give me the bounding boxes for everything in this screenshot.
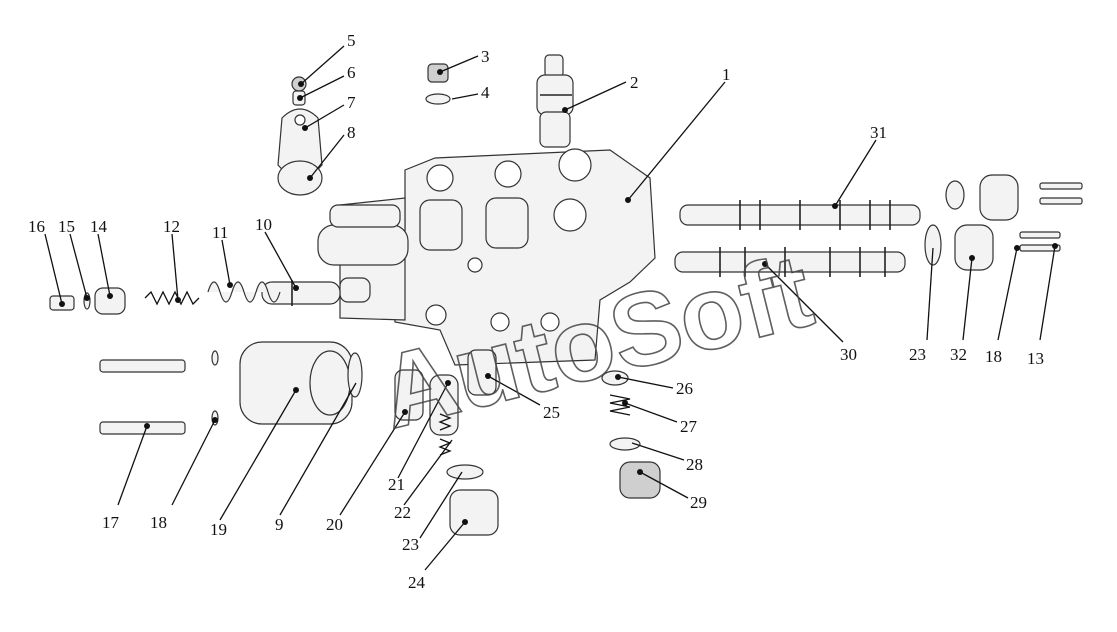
callout-19: 19	[210, 520, 227, 539]
callout-3: 3	[481, 47, 490, 66]
callout-23-bottom: 23	[402, 535, 419, 554]
callout-18-left: 18	[150, 513, 167, 532]
callout-18-right: 18	[985, 347, 1002, 366]
callout-22: 22	[394, 503, 411, 522]
leader-dots	[59, 69, 1058, 525]
callout-6: 6	[347, 63, 356, 82]
callout-21: 21	[388, 475, 405, 494]
spool-left-group	[49, 280, 341, 315]
callout-32: 32	[950, 345, 967, 364]
spools-right	[674, 200, 921, 277]
cover-plate-group	[277, 76, 323, 196]
callout-1: 1	[722, 65, 731, 84]
callout-9: 9	[275, 515, 284, 534]
valve-body	[317, 148, 656, 366]
callout-5: 5	[347, 31, 356, 50]
callout-13: 13	[1027, 349, 1044, 368]
callout-15: 15	[58, 217, 75, 236]
callout-17: 17	[102, 513, 120, 532]
end-caps-right	[924, 174, 1083, 271]
check-valve-parts	[394, 349, 661, 536]
callout-12: 12	[163, 217, 180, 236]
callout-25: 25	[543, 403, 560, 422]
callout-16: 16	[28, 217, 45, 236]
callout-11: 11	[212, 223, 228, 242]
relief-cartridge	[536, 54, 574, 148]
parts-layer	[49, 54, 1083, 536]
callout-23-right: 23	[909, 345, 926, 364]
callout-labels: 5 6 7 8 3 4 2 1 31 16 15 14 12 11 10 23 …	[28, 31, 1044, 592]
callout-14: 14	[90, 217, 108, 236]
callout-26: 26	[676, 379, 693, 398]
callout-31: 31	[870, 123, 887, 142]
leader-lines	[44, 45, 1056, 571]
callout-30: 30	[840, 345, 857, 364]
callout-24: 24	[408, 573, 426, 592]
end-cover-lower	[99, 341, 363, 435]
callout-7: 7	[347, 93, 356, 112]
callout-4: 4	[481, 83, 490, 102]
callout-29: 29	[690, 493, 707, 512]
callout-8: 8	[347, 123, 356, 142]
callout-20: 20	[326, 515, 343, 534]
callout-2: 2	[630, 73, 639, 92]
callout-10: 10	[255, 215, 272, 234]
callout-27: 27	[680, 417, 698, 436]
callout-28: 28	[686, 455, 703, 474]
